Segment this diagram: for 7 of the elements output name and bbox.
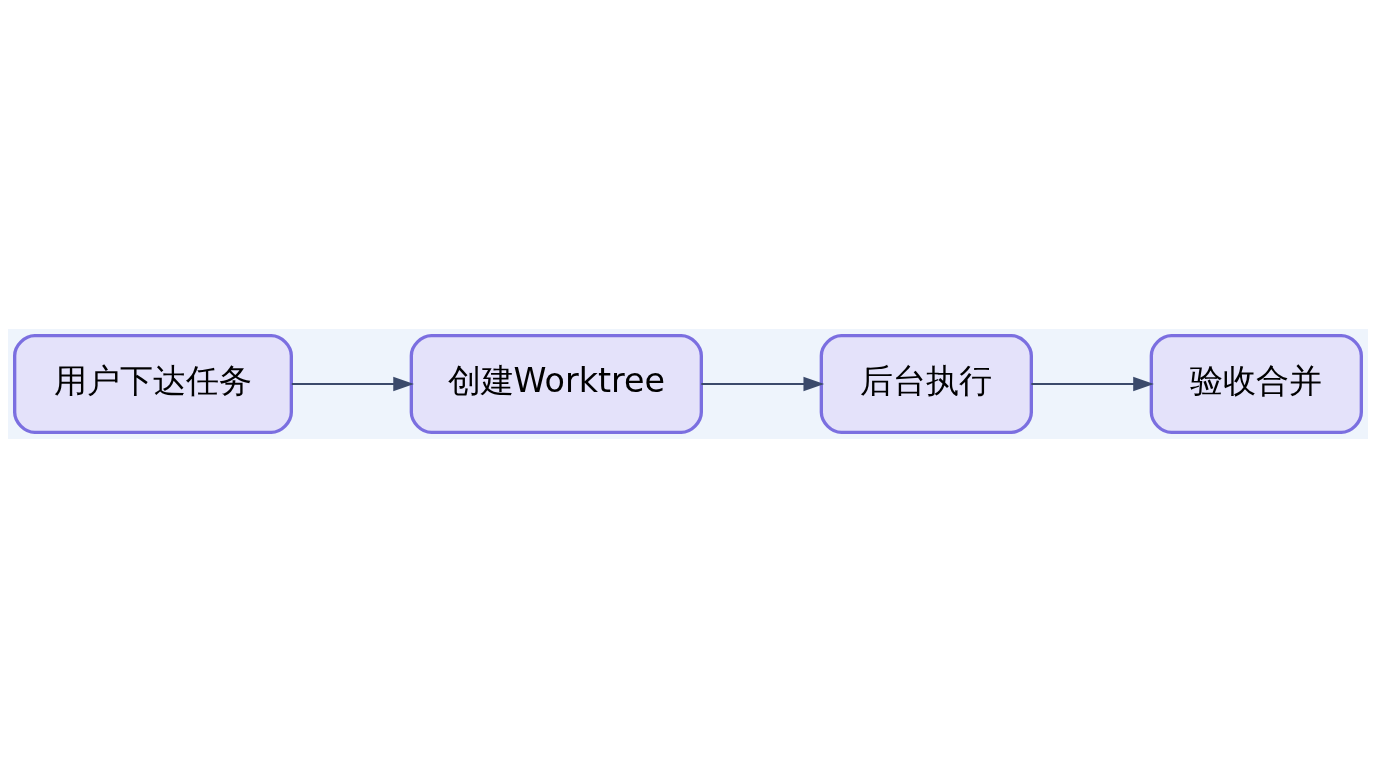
- node-box: 后台执行: [819, 334, 1033, 434]
- node-box: 创建Worktree: [409, 334, 703, 434]
- arrow: [290, 376, 414, 392]
- arrow: [1030, 376, 1154, 392]
- node-box: 验收合并: [1149, 334, 1363, 434]
- node-box: 用户下达任务: [13, 334, 293, 434]
- arrow: [700, 376, 825, 392]
